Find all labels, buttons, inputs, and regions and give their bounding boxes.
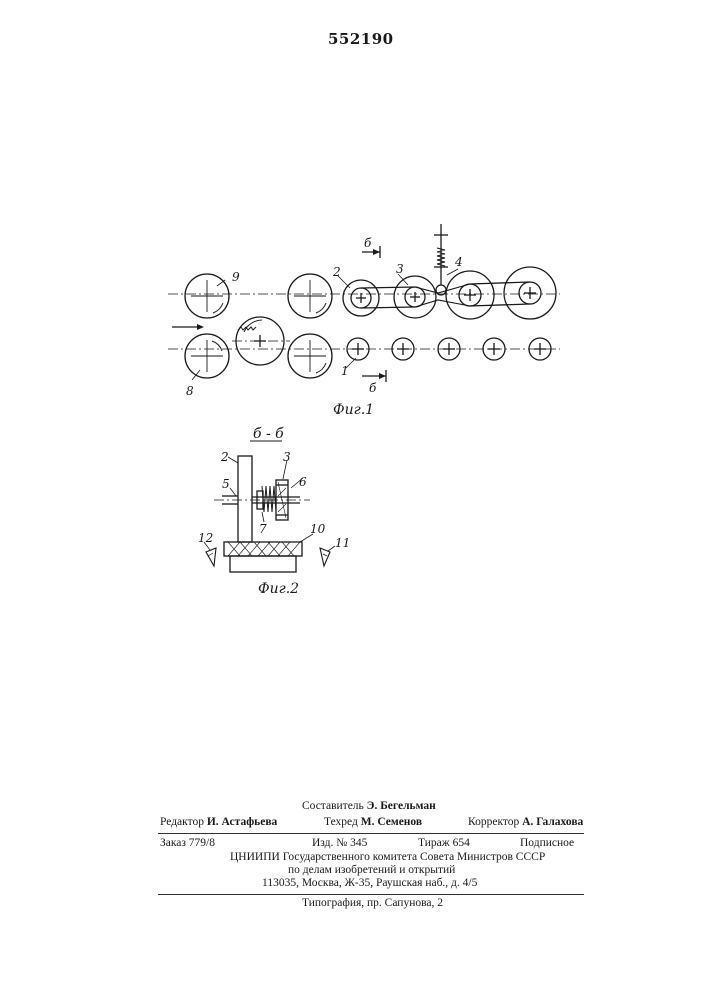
fig2-label-5: 5 — [222, 477, 230, 491]
editor-role: Редактор — [160, 816, 204, 828]
divider — [158, 833, 584, 834]
editor-line: Редактор И. Астафьева — [160, 816, 277, 828]
label-2: 2 — [332, 265, 341, 279]
order-number: Заказ 779/8 — [160, 837, 215, 849]
roller-8 — [185, 334, 229, 378]
fig2-label-2: 2 — [220, 450, 229, 464]
corrector-name: А. Галахова — [522, 816, 583, 828]
divider-2 — [158, 894, 584, 895]
address: 113035, Москва, Ж-35, Раушская наб., д. … — [262, 877, 477, 889]
compiler-line: Составитель Э. Бегельман — [302, 800, 436, 812]
section-mark-top: б — [364, 236, 372, 250]
techred-line: Техред М. Семенов — [324, 816, 422, 828]
figure-2-caption: Фиг.2 — [258, 581, 299, 597]
figure-2 — [204, 456, 335, 572]
fig2-label-10: 10 — [310, 522, 326, 536]
figure-2-title: б - б — [253, 426, 284, 442]
compiler-name: Э. Бегельман — [367, 800, 436, 812]
patent-drawing: 9 8 2 3 4 1 б б Фиг.1 б - б — [0, 0, 707, 640]
fig2-label-7: 7 — [259, 522, 267, 536]
figure-1-caption: Фиг.1 — [333, 402, 374, 418]
label-3: 3 — [396, 262, 404, 276]
org-line-2: по делам изобретений и открытий — [288, 864, 455, 876]
techred-name: М. Семенов — [361, 816, 422, 828]
corrector-role: Корректор — [468, 816, 519, 828]
compiler-role: Составитель — [302, 800, 364, 812]
corrector-line: Корректор А. Галахова — [468, 816, 583, 828]
belt-conveyor — [343, 224, 556, 319]
edition-number: Изд. № 345 — [312, 837, 367, 849]
fig2-label-12: 12 — [198, 531, 213, 545]
roller-upper-2 — [288, 274, 332, 318]
label-8: 8 — [186, 384, 194, 398]
org-line-1: ЦНИИПИ Государственного комитета Совета … — [230, 851, 545, 863]
label-1: 1 — [341, 364, 349, 378]
roller-9 — [185, 274, 229, 318]
fig2-label-6: 6 — [299, 475, 307, 489]
editor-name: И. Астафьева — [207, 816, 277, 828]
label-9: 9 — [232, 270, 240, 284]
fig2-label-11: 11 — [335, 536, 350, 550]
section-mark-bottom: б — [369, 381, 377, 395]
techred-role: Техред — [324, 816, 358, 828]
printer: Типография, пр. Сапунова, 2 — [302, 897, 443, 909]
label-4: 4 — [454, 255, 463, 269]
subscription: Подписное — [520, 837, 574, 849]
fig2-label-3: 3 — [283, 450, 291, 464]
lower-roller-row — [347, 338, 551, 360]
roller-lower-2 — [288, 334, 332, 378]
circulation: Тираж 654 — [418, 837, 470, 849]
